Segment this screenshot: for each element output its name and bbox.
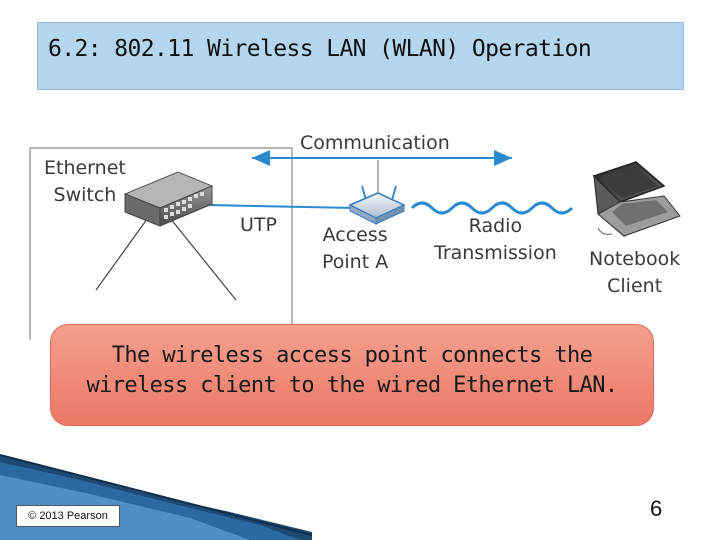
communication-label: Communication bbox=[300, 132, 450, 154]
utp-cable bbox=[206, 204, 356, 209]
callout-line-2: wireless client to the wired Ethernet LA… bbox=[86, 373, 618, 398]
ethernet-switch-icon bbox=[123, 171, 214, 227]
switch-label-line-2: Switch bbox=[53, 184, 117, 206]
notebook-line-2: Client bbox=[607, 275, 663, 297]
radio-line-2: Transmission bbox=[434, 242, 557, 264]
notebook-line-1: Notebook bbox=[589, 248, 681, 270]
copyright-notice: © 2013 Pearson bbox=[16, 505, 120, 527]
callout-text: The wireless access point connects the w… bbox=[51, 341, 653, 401]
callout-box: The wireless access point connects the w… bbox=[50, 324, 654, 426]
switch-cables bbox=[95, 214, 237, 301]
lan-frame bbox=[29, 147, 293, 340]
access-point-line-2: Point A bbox=[322, 251, 389, 273]
access-point-icon bbox=[348, 185, 406, 225]
notebook-icon bbox=[592, 161, 681, 238]
page-number: 6 bbox=[650, 496, 663, 521]
access-point-label: Access Point A bbox=[322, 222, 388, 276]
slide-title-box: 6.2: 802.11 Wireless LAN (WLAN) Operatio… bbox=[37, 22, 684, 90]
notebook-client-label: Notebook Client bbox=[589, 246, 680, 300]
radio-line-1: Radio bbox=[468, 215, 523, 237]
switch-label-line-1: Ethernet bbox=[44, 157, 126, 179]
radio-transmission-label: Radio Transmission bbox=[434, 213, 557, 267]
utp-label: UTP bbox=[240, 214, 277, 236]
slide-title: 6.2: 802.11 Wireless LAN (WLAN) Operatio… bbox=[48, 36, 592, 62]
access-point-line-1: Access bbox=[322, 224, 388, 246]
radio-wave bbox=[410, 201, 574, 215]
ethernet-switch-label: Ethernet Switch bbox=[44, 155, 126, 209]
callout-line-1: The wireless access point connects the bbox=[111, 343, 593, 368]
